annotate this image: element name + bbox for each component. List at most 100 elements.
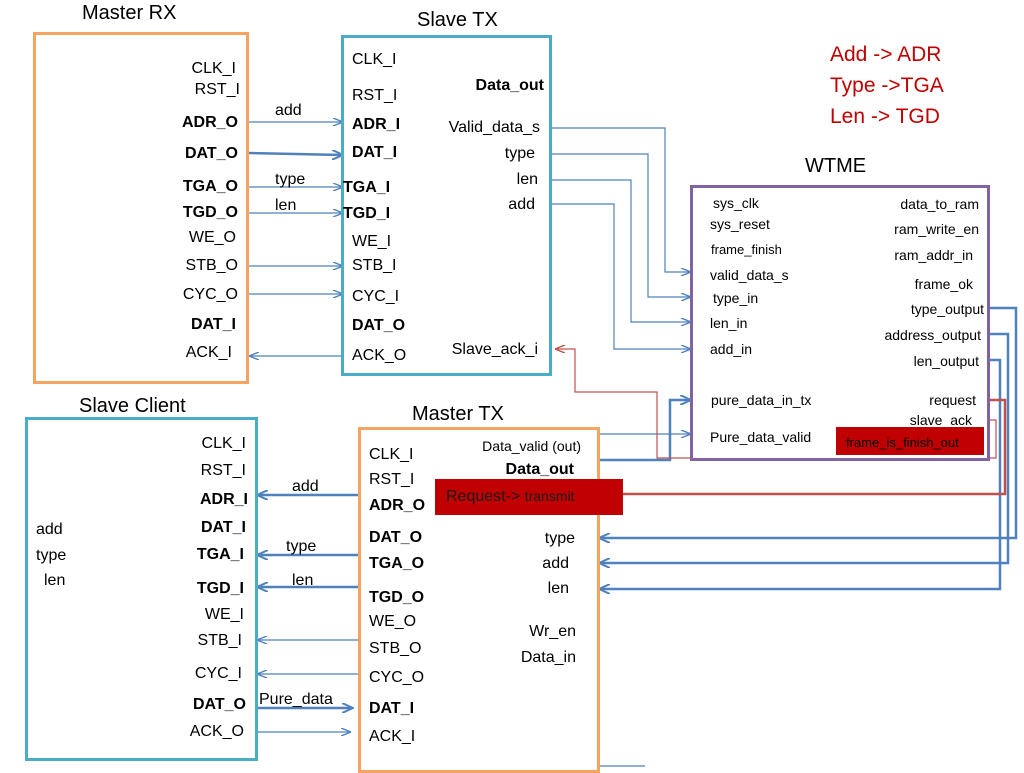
wtme-port: Pure_data_valid: [710, 429, 812, 445]
slave-tx-block: [341, 35, 552, 376]
slave-tx-port: WE_I: [352, 233, 392, 250]
wire-type-output: [600, 306, 1018, 538]
slave-tx-title: Slave TX: [417, 9, 498, 31]
legend-add: Add -> ADR: [830, 43, 942, 66]
wtme-port: add_in: [710, 341, 753, 357]
master-tx-port: WE_O: [369, 613, 417, 630]
wtme-port: frame_ok: [914, 276, 973, 292]
master-rx-port: DAT_O: [184, 145, 238, 162]
slave-client-port: ADR_I: [199, 491, 248, 508]
wtme-port: pure_data_in_tx: [711, 392, 812, 408]
slave-client-port: DAT_O: [192, 696, 246, 713]
master-tx-port: STB_O: [369, 640, 422, 657]
slave-tx-port: type: [504, 145, 535, 162]
slave-client-port: WE_I: [204, 606, 244, 623]
wtme-port: type_in: [713, 290, 759, 306]
master-rx-title: Master RX: [82, 2, 177, 24]
slave-client-port: CYC_I: [194, 665, 242, 682]
wtme-port: sys_reset: [710, 216, 770, 232]
master-rx-port: TGA_O: [182, 178, 238, 195]
request-text: Request->: [446, 488, 525, 505]
wtme-port: len_in: [710, 315, 748, 331]
master-rx-block: [33, 32, 249, 384]
wtme-port: type_output: [910, 301, 984, 317]
master-tx-port: len: [547, 580, 569, 597]
slave-client-signal: add: [36, 521, 63, 538]
wtme-title: WTME: [805, 155, 867, 177]
master-rx-port: RST_I: [194, 81, 240, 98]
master-tx-port: type: [544, 530, 575, 547]
wire-slave-ack: [556, 349, 997, 459]
slave-client-port: STB_I: [197, 632, 242, 649]
master-tx-port: ADR_O: [369, 497, 426, 514]
slave-client-port: DAT_I: [200, 519, 246, 536]
master-tx-port: CLK_I: [369, 446, 414, 463]
wire-label-len: len: [292, 572, 314, 589]
master-tx-port: Data_in: [520, 649, 576, 666]
legend-len: Len -> TGD: [830, 105, 940, 128]
master-tx-port: TGA_O: [369, 555, 425, 572]
slave-tx-port: CYC_I: [352, 288, 400, 305]
slave-tx-port: len: [516, 171, 538, 188]
wtme-port: address_output: [884, 327, 981, 343]
slave-client-signal: len: [44, 572, 66, 589]
wtme-port: data_to_ram: [900, 196, 979, 212]
frame-finish-highlight: [836, 427, 984, 455]
master-rx-port: STB_O: [185, 257, 238, 274]
wire-data-out: [598, 400, 690, 462]
slave-tx-port: DAT_I: [352, 144, 398, 161]
slave-client-port: TGA_I: [196, 546, 244, 563]
wtme-port: slave_ack: [909, 412, 972, 428]
wire-len-output: [600, 358, 1002, 589]
wtme-port: frame_is_finish_out: [846, 435, 959, 450]
master-rx-port: CYC_O: [182, 286, 238, 303]
wire-label-len: len: [275, 197, 297, 214]
slave-tx-port: DAT_O: [352, 317, 406, 334]
master-tx-port: RST_I: [369, 471, 415, 488]
wire-dat: [247, 153, 342, 155]
slave-client-port: ACK_O: [189, 723, 244, 740]
wtme-port: sys_clk: [713, 195, 759, 211]
slave-client-port: RST_I: [200, 462, 246, 479]
slave-tx-port: TGA_I: [343, 179, 391, 196]
master-tx-port: CYC_O: [369, 669, 425, 686]
wtme-port: valid_data_s: [710, 267, 789, 283]
master-rx-port: TGD_O: [182, 204, 238, 221]
wire-add-in: [552, 203, 690, 349]
slave-tx-port: Data_out: [475, 77, 544, 94]
master-rx-port: ACK_I: [185, 344, 232, 361]
master-tx-port: DAT_I: [369, 700, 415, 717]
wire-label-add: add: [275, 102, 302, 119]
wire-label-type: type: [286, 538, 317, 555]
master-rx-port: ADR_O: [181, 114, 238, 131]
master-tx-port: add: [542, 555, 569, 572]
wire-request: [592, 398, 1007, 494]
wire-label-type: type: [275, 171, 306, 188]
legend-type: Type ->TGA: [830, 74, 944, 97]
slave-tx-port: Valid_data_s: [448, 119, 540, 136]
slave-client-port: CLK_I: [201, 435, 246, 452]
master-tx-port: DAT_O: [369, 529, 423, 546]
request-transmit-label: Request-> transmit: [446, 489, 575, 505]
slave-tx-port: ACK_O: [352, 347, 407, 364]
wtme-port: request: [929, 392, 976, 408]
wtme-port: frame_finish: [711, 242, 782, 257]
request-transmit-highlight: [435, 479, 623, 515]
slave-tx-port: ADR_I: [352, 116, 401, 133]
wire-valid-data-s: [552, 127, 690, 272]
wire-label-add: add: [292, 478, 319, 495]
transmit-text: transmit: [524, 488, 575, 504]
wtme-port: ram_addr_in: [894, 247, 973, 263]
wire-label-pure-data: Pure_data: [259, 691, 333, 708]
wtme-port: len_output: [913, 353, 979, 369]
master-tx-port: ACK_I: [369, 728, 416, 745]
slave-tx-port: add: [508, 196, 535, 213]
wire-type-in: [552, 153, 690, 297]
slave-client-title: Slave Client: [79, 395, 186, 417]
wire-len-in: [552, 179, 690, 322]
master-tx-title: Master TX: [412, 403, 504, 425]
slave-client-port: TGD_I: [196, 580, 244, 597]
slave-tx-port: TGD_I: [343, 205, 391, 222]
master-tx-port: Wr_en: [529, 623, 576, 640]
master-tx-port: Data_out: [505, 461, 574, 478]
